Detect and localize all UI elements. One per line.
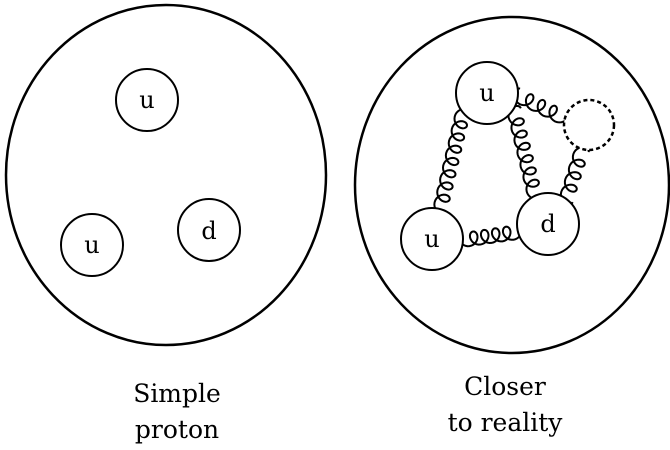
caption-line: Closer: [405, 369, 605, 405]
caption-line: to reality: [405, 405, 605, 441]
simple-proton-boundary: [6, 5, 326, 345]
gluon-loop-d: [561, 147, 589, 204]
gluon-loop: [564, 100, 614, 150]
realistic-proton-boundary: [355, 17, 669, 353]
quark-label: d: [201, 217, 216, 245]
gluon-u-u: [434, 109, 469, 214]
caption-line: Simple: [77, 376, 277, 412]
quark-u-top: u: [456, 62, 518, 124]
quark-label: u: [139, 86, 154, 114]
gluon-u-loop: [514, 88, 569, 122]
quark-d: d: [178, 199, 240, 261]
quark-u-bottom: u: [61, 214, 123, 276]
gluon-u-d-bottom: [459, 225, 522, 246]
quark-u-top: u: [116, 69, 178, 131]
quark-u-bottom: u: [401, 208, 463, 270]
simple-proton-caption: Simple proton: [77, 376, 277, 448]
quark-label: u: [424, 225, 439, 253]
realistic-proton-caption: Closer to reality: [405, 369, 605, 441]
caption-line: proton: [77, 412, 277, 448]
quark-d: d: [517, 193, 579, 255]
gluon-u-d: [508, 106, 541, 199]
simple-proton: u u d: [6, 5, 326, 345]
quark-label: u: [84, 231, 99, 259]
quark-label: u: [479, 79, 494, 107]
quark-label: d: [540, 210, 555, 238]
realistic-proton: u d u: [355, 17, 669, 353]
